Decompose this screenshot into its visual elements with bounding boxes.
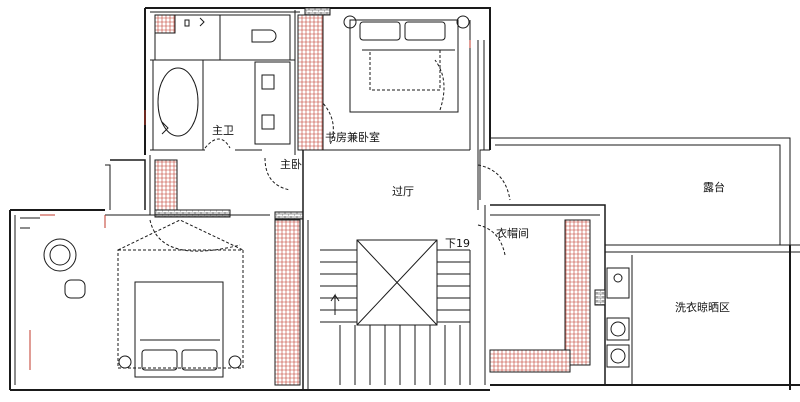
bath-marks	[161, 17, 205, 135]
hall-closet	[154, 159, 178, 211]
cloakroom-shelf-vertical	[564, 219, 591, 366]
brick-wall-4	[594, 289, 606, 306]
outer-walls	[9, 7, 800, 391]
interior-walls	[105, 10, 600, 390]
study-wardrobe	[297, 14, 324, 151]
brick-wall-1	[304, 7, 331, 16]
door-swings	[264, 59, 511, 256]
label-cloakroom: 衣帽间	[496, 227, 529, 240]
brick-wall-3	[274, 211, 304, 220]
cloakroom-shelf-horizontal	[489, 349, 571, 373]
label-master-bedroom: 主卧	[280, 158, 302, 171]
bedroom-wardrobe	[274, 219, 301, 386]
red-markers	[40, 40, 471, 228]
study-bedroom-fixtures	[319, 15, 485, 150]
label-master-bath: 主卫	[212, 124, 234, 137]
label-stairs-down: 下19	[445, 237, 470, 250]
brick-wall-2	[154, 209, 231, 218]
label-hallway: 过厅	[392, 185, 414, 198]
laundry-fixtures	[606, 255, 633, 385]
bath-shelf	[154, 14, 176, 34]
staircase	[320, 239, 471, 385]
master-bedroom-fixtures	[20, 217, 244, 378]
label-study-bedroom: 书房兼卧室	[325, 131, 380, 144]
label-terrace: 露台	[703, 181, 725, 194]
label-laundry: 洗衣晾晒区	[675, 301, 730, 314]
